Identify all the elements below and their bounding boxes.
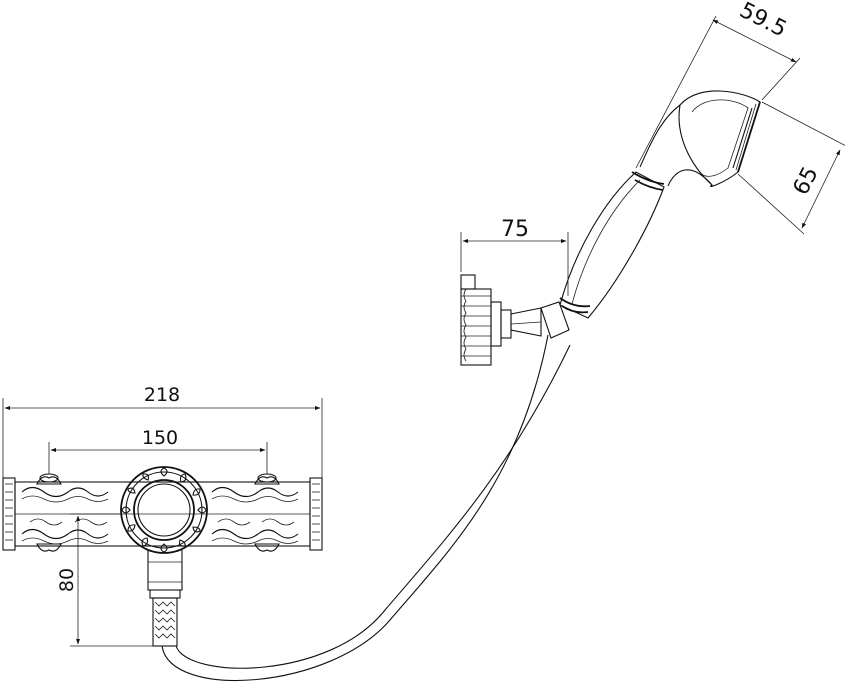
dimension-holder-projection: 75 bbox=[460, 217, 569, 296]
hose-connector bbox=[152, 597, 178, 647]
dimension-handset-width: 59.5 bbox=[635, 0, 801, 169]
left-bottom-nut bbox=[36, 543, 62, 552]
dimension-label-75: 75 bbox=[501, 217, 529, 242]
shower-hose bbox=[161, 334, 571, 681]
dimension-centers: 150 bbox=[48, 427, 268, 474]
dimension-label-59-5: 59.5 bbox=[735, 0, 790, 42]
central-handle bbox=[120, 466, 208, 554]
mixer-body bbox=[2, 466, 323, 647]
wall-holder bbox=[460, 274, 570, 366]
ornament-pattern bbox=[21, 486, 299, 545]
right-end-cap bbox=[309, 477, 323, 551]
left-end-cap bbox=[2, 477, 16, 551]
dimension-overall-width: 218 bbox=[2, 384, 323, 478]
dimension-label-218: 218 bbox=[144, 384, 180, 406]
dimension-outlet-height: 80 bbox=[56, 513, 155, 647]
right-bottom-nut bbox=[254, 543, 280, 552]
hand-shower bbox=[559, 90, 761, 319]
outlet-elbow bbox=[147, 550, 183, 599]
dimension-label-150: 150 bbox=[142, 427, 178, 449]
dimension-label-80: 80 bbox=[56, 568, 78, 592]
